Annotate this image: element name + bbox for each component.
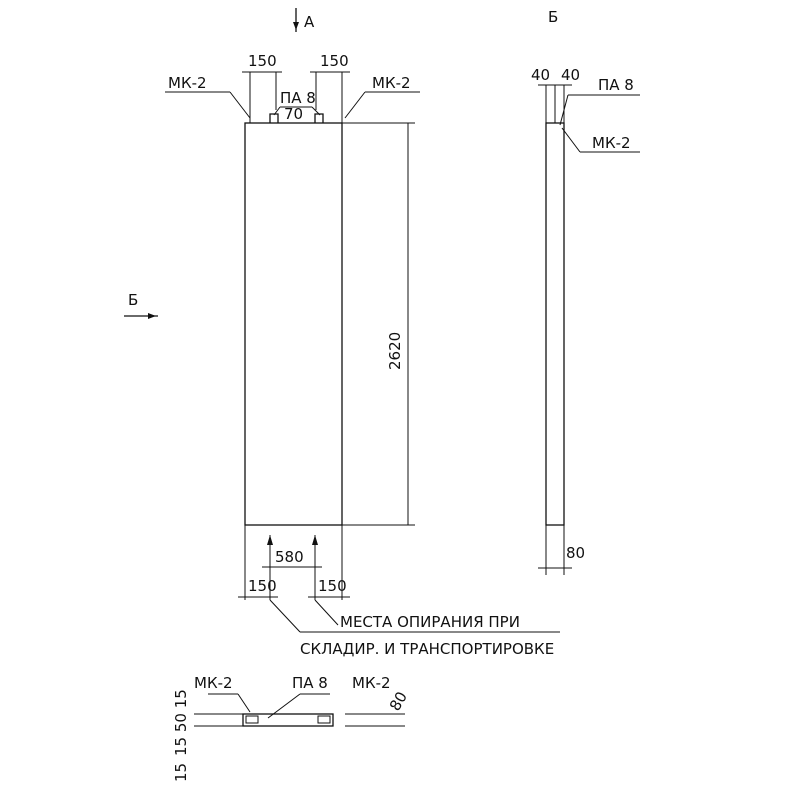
plan-dims-left: 15 50 15 — [172, 689, 190, 756]
section-mark-b: Б — [124, 291, 158, 319]
plan-label-mk-left: МК-2 — [194, 674, 233, 692]
note-line-1: МЕСТА ОПИРАНИЯ ПРИ — [340, 613, 520, 631]
dim-support-left: 150 — [248, 577, 277, 595]
plan-label-loop: ПА 8 — [292, 674, 328, 692]
label-mk-left: МК-2 — [168, 74, 207, 92]
side-dim-b: 40 — [561, 66, 580, 84]
side-dim-a: 40 — [531, 66, 550, 84]
dim-support-right: 150 — [318, 577, 347, 595]
section-label-a: А — [304, 13, 315, 31]
dim-580: 580 — [275, 548, 304, 566]
dim-150-left: 150 — [248, 52, 277, 70]
label-mk-right: МК-2 — [372, 74, 411, 92]
loop-dim: 70 — [284, 105, 303, 123]
panel-side — [545, 122, 565, 526]
label-loop: ПА 8 — [280, 89, 316, 107]
plan-dim-15: 15 — [172, 763, 190, 782]
note-line-2: СКЛАДИР. И ТРАНСПОРТИРОВКЕ — [300, 640, 554, 658]
dim-150-right: 150 — [320, 52, 349, 70]
section-mark-a: А — [293, 8, 315, 32]
dim-height: 2620 — [386, 332, 404, 370]
side-view-title: Б — [548, 8, 558, 26]
plan-dim-80: 80 — [386, 688, 411, 714]
section-label-b: Б — [128, 291, 138, 309]
panel-front — [244, 122, 343, 526]
side-label-loop: ПА 8 — [598, 76, 634, 94]
side-label-mk: МК-2 — [592, 134, 631, 152]
plan-label-mk-right: МК-2 — [352, 674, 391, 692]
panel-plan — [242, 713, 334, 727]
side-dim-thickness: 80 — [566, 544, 585, 562]
